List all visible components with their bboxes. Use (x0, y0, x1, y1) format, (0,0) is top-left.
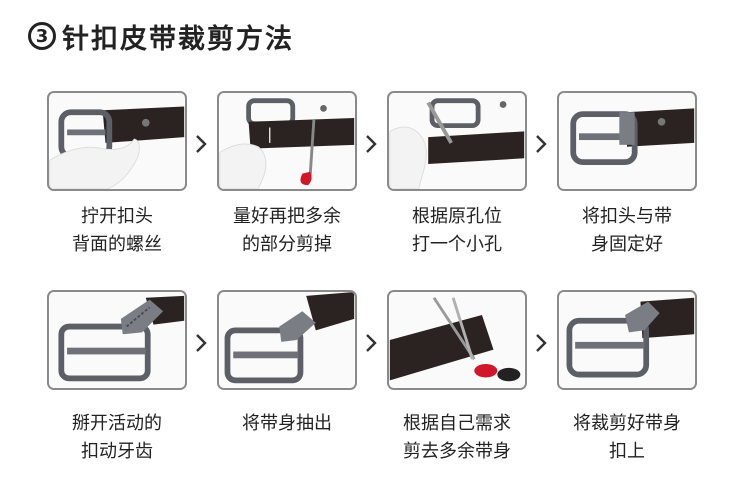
chevron-right-icon (194, 332, 208, 354)
step-1-line1: 拧开扣头 (81, 206, 153, 227)
step-number-badge: 3 (28, 22, 56, 50)
step-3-line2: 打一个小孔 (412, 234, 502, 255)
page-title: 3 针扣皮带裁剪方法 (28, 16, 294, 56)
step-5-line1: 掰开活动的 (72, 413, 162, 434)
step-number: 3 (35, 25, 49, 47)
step-6-image (217, 290, 357, 390)
step-1-caption: 拧开扣头 背面的螺丝 (42, 203, 192, 259)
step-5-line2: 扣动牙齿 (81, 441, 153, 462)
step-1-image (47, 91, 187, 191)
chevron-right-icon (364, 332, 378, 354)
step-6-caption: 将带身抽出 (212, 410, 362, 438)
step-7-line1: 根据自己需求 (403, 413, 511, 434)
step-3-image (387, 91, 527, 191)
step-8-image (557, 290, 697, 390)
step-7-line2: 剪去多余带身 (403, 441, 511, 462)
step-7-image (387, 290, 527, 390)
step-6-line1: 将带身抽出 (242, 413, 332, 434)
step-4-line2: 身固定好 (591, 234, 663, 255)
step-5-image (47, 290, 187, 390)
step-2-line2: 的部分剪掉 (242, 234, 332, 255)
chevron-right-icon (364, 133, 378, 155)
title-text: 针扣皮带裁剪方法 (62, 23, 294, 55)
step-3-line1: 根据原孔位 (412, 206, 502, 227)
step-8-caption: 将裁剪好带身 扣上 (552, 410, 702, 466)
step-2-caption: 量好再把多余 的部分剪掉 (212, 203, 362, 259)
step-8-line1: 将裁剪好带身 (573, 413, 681, 434)
step-3-caption: 根据原孔位 打一个小孔 (382, 203, 532, 259)
chevron-right-icon (534, 133, 548, 155)
step-1-line2: 背面的螺丝 (72, 234, 162, 255)
chevron-right-icon (534, 332, 548, 354)
step-8-line2: 扣上 (609, 441, 645, 462)
chevron-right-icon (194, 133, 208, 155)
step-7-caption: 根据自己需求 剪去多余带身 (382, 410, 532, 466)
step-4-image (557, 91, 697, 191)
step-2-line1: 量好再把多余 (233, 206, 341, 227)
step-5-caption: 掰开活动的 扣动牙齿 (42, 410, 192, 466)
step-4-line1: 将扣头与带 (582, 206, 672, 227)
step-4-caption: 将扣头与带 身固定好 (552, 203, 702, 259)
step-2-image (217, 91, 357, 191)
